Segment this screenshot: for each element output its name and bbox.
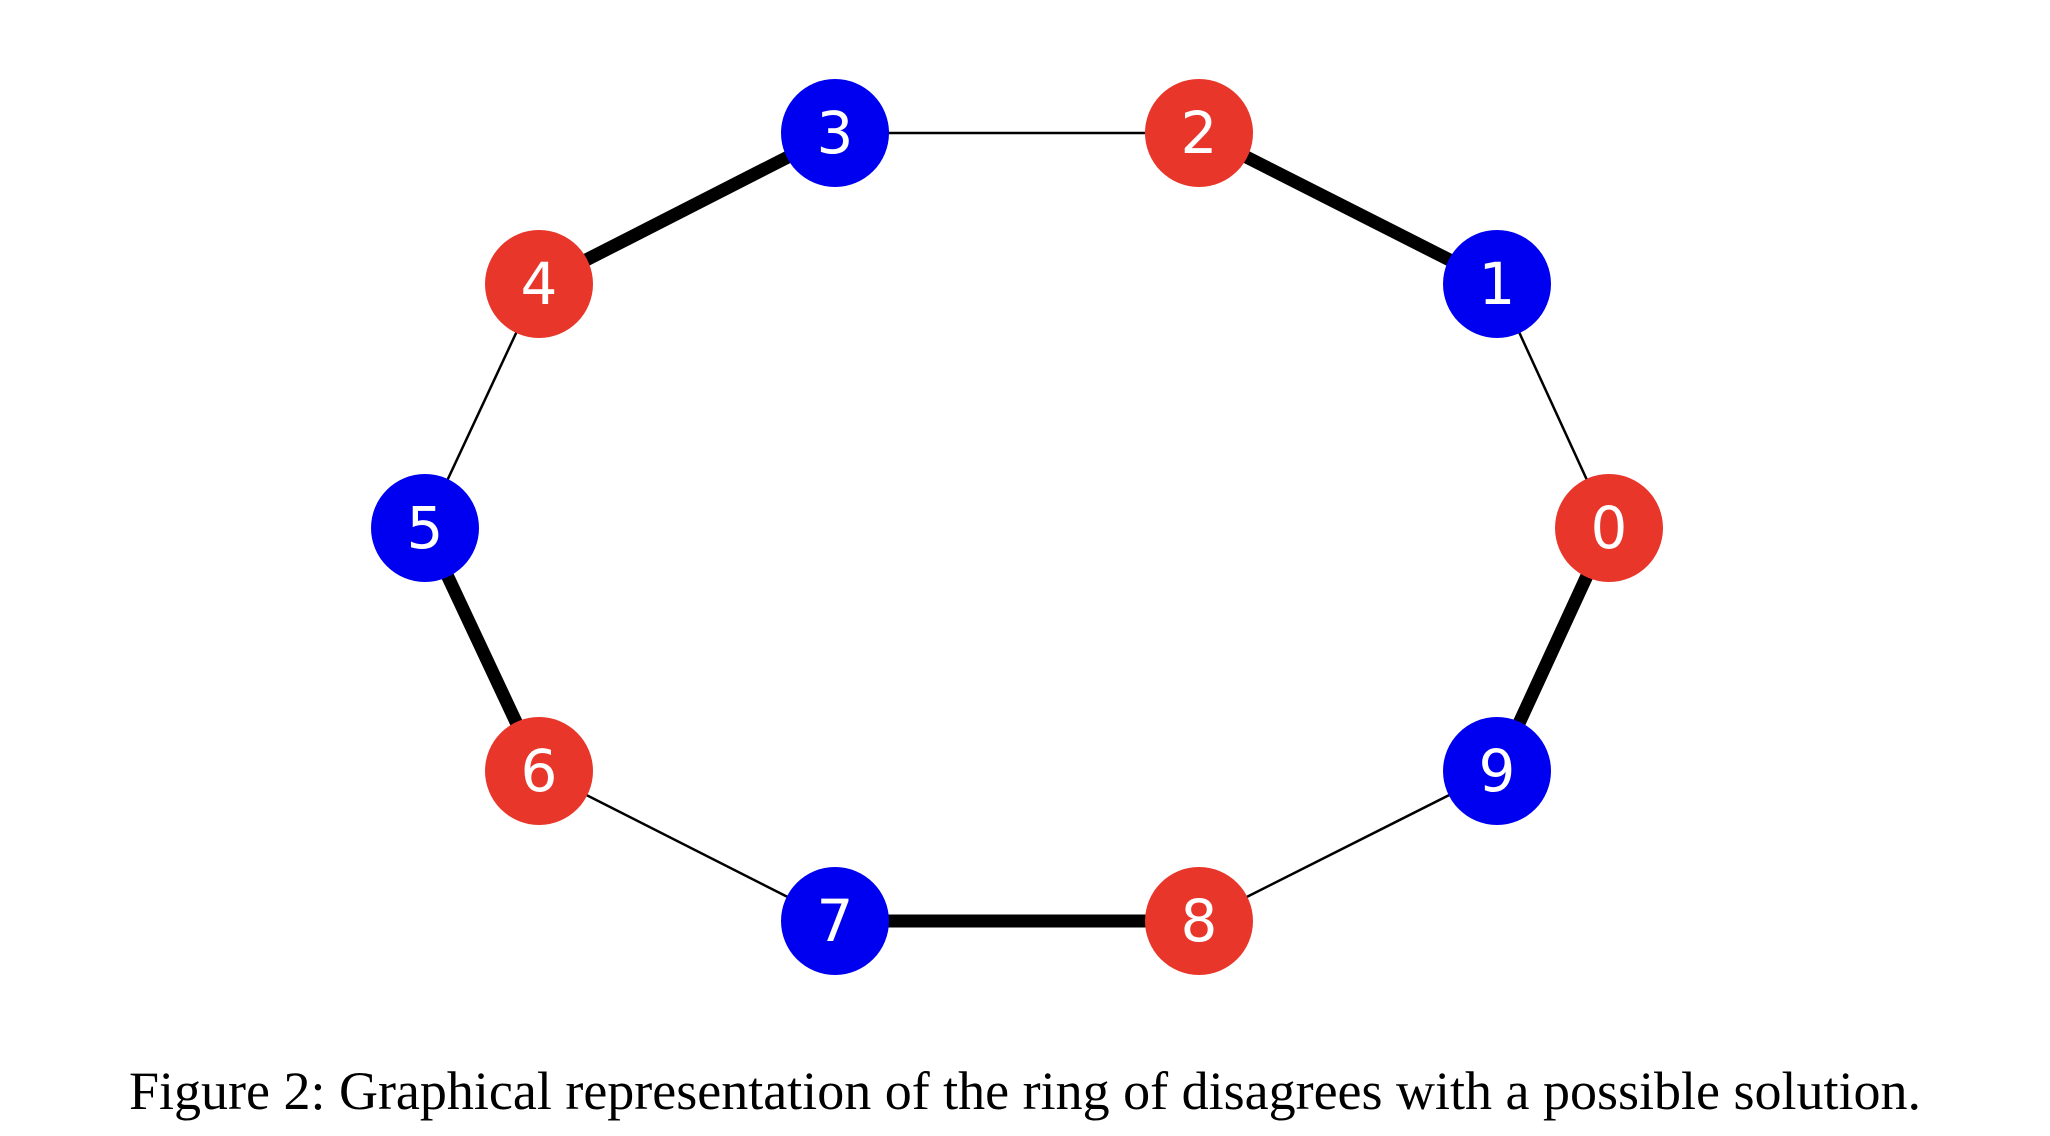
graph-edges [419, 127, 1615, 928]
figure-caption: Figure 2: Graphical representation of th… [128, 1061, 1922, 1121]
node-circle [1443, 230, 1551, 338]
node-label: 4 [521, 250, 558, 318]
node-label: 1 [1479, 250, 1516, 318]
edge-3-4 [536, 127, 838, 290]
node-circle [1145, 79, 1253, 187]
graph-nodes: 0 1 2 3 4 5 6 7 8 9 [371, 79, 1663, 975]
node-4: 4 [485, 230, 593, 338]
node-7: 7 [781, 867, 889, 975]
node-3: 3 [781, 79, 889, 187]
node-circle [371, 474, 479, 582]
node-circle [485, 230, 593, 338]
node-label: 9 [1479, 737, 1516, 805]
node-label: 6 [521, 737, 558, 805]
node-5: 5 [371, 474, 479, 582]
ring-graph: 0 1 2 3 4 5 6 7 8 9 [371, 79, 1663, 975]
node-9: 9 [1443, 717, 1551, 825]
node-circle [1443, 717, 1551, 825]
node-label: 7 [817, 887, 854, 955]
node-label: 3 [817, 99, 854, 167]
edge-8-9 [1198, 769, 1498, 923]
edge-1-2 [1196, 127, 1500, 290]
node-circle [1555, 474, 1663, 582]
node-1: 1 [1443, 230, 1551, 338]
node-circle [781, 79, 889, 187]
node-0: 0 [1555, 474, 1663, 582]
node-circle [1145, 867, 1253, 975]
node-circle [485, 717, 593, 825]
node-label: 5 [407, 494, 444, 562]
node-label: 2 [1181, 99, 1218, 167]
node-2: 2 [1145, 79, 1253, 187]
node-label: 8 [1181, 887, 1218, 955]
node-label: 0 [1591, 494, 1628, 562]
node-8: 8 [1145, 867, 1253, 975]
node-circle [781, 867, 889, 975]
node-6: 6 [485, 717, 593, 825]
edge-6-7 [538, 769, 836, 923]
